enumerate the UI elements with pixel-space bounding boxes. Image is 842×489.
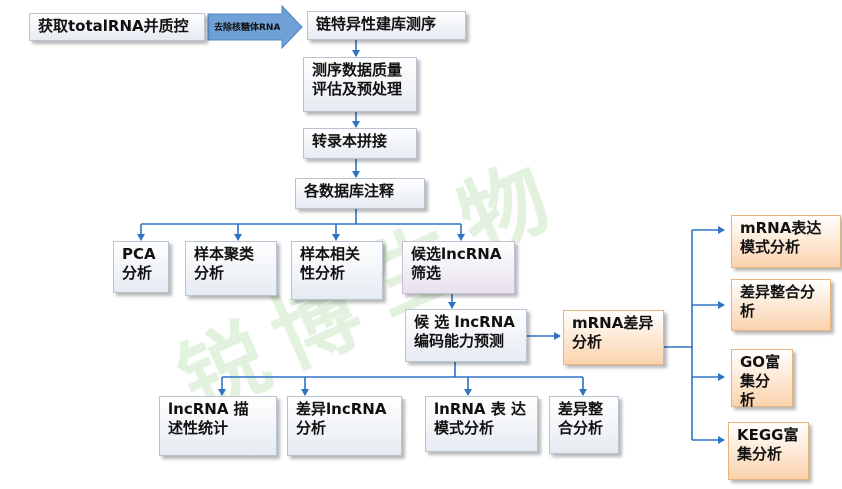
step-lncrna-descriptive-stats: lncRNA 描 述性统计 [159, 396, 277, 456]
rrna-removal-arrow [207, 4, 303, 50]
step-coding-potential: 候 选 lncRNA 编码能力预测 [405, 309, 527, 362]
step-lnrna-expression-pattern: lnRNA 表 达模式分析 [425, 396, 538, 452]
step-go-enrichment: GO富集分析 [731, 349, 793, 409]
step-diff-lncrna: 差异lncRNA分析 [287, 396, 402, 456]
step-pca: PCA分析 [113, 241, 169, 293]
step-strand-specific-sequencing: 链特异性建库测序 [307, 11, 466, 40]
step-mrna-diff: mRNA差异分析 [563, 310, 664, 365]
step-sample-correlation: 样本相关性分析 [291, 241, 383, 300]
rrna-removal-label: 去除核糖体RNA [214, 23, 281, 33]
step-sample-clustering: 样本聚类分析 [185, 241, 277, 296]
step-qc-preprocess: 测序数据质量评估及预处理 [303, 57, 417, 112]
step-diff-integration-mrna: 差异整合分析 [731, 279, 831, 331]
step-mrna-expression-pattern: mRNA表达模式分析 [731, 215, 841, 268]
step-lncrna-screening: 候选lncRNA筛选 [402, 241, 515, 294]
step-kegg-enrichment: KEGG富集分析 [728, 422, 809, 480]
step-database-annotation: 各数据库注释 [295, 178, 425, 209]
step-total-rna-qc: 获取totalRNA并质控 [29, 13, 205, 41]
step-diff-integration-lnc: 差异整合分析 [549, 396, 619, 454]
step-transcript-assembly: 转录本拼接 [303, 128, 417, 159]
